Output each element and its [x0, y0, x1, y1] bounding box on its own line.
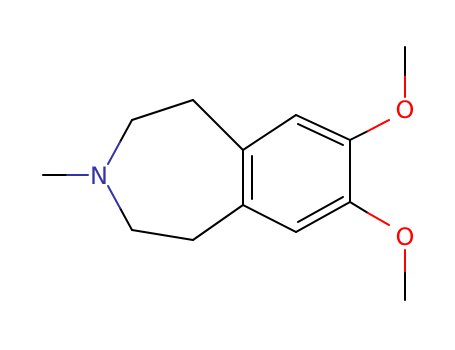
bond-c9-c8: [295, 114, 351, 141]
bond-c2-n3-carbon-half: [119, 119, 133, 143]
bond-c9a-c9: [242, 114, 297, 151]
bond-c2-n3-nitrogen-half: [107, 141, 121, 165]
bond-c4-n3-carbon-half: [119, 207, 133, 231]
bond-c5-c4: [131, 229, 194, 241]
bond-c6-c5a: [242, 204, 297, 233]
bond-c5-c5a: [192, 204, 244, 241]
bond-c9-c8-inner: [297, 123, 344, 146]
bond-c1-c2: [131, 99, 194, 121]
bond-c8-o-carbon-half: [349, 130, 369, 141]
oxygen-atom-label-upper: O: [396, 96, 415, 124]
bond-c7-c6-inner: [297, 196, 344, 223]
nitrogen-atom-label: N: [90, 162, 108, 190]
bond-c1-c9a: [192, 99, 244, 151]
bond-c4-n3-nitrogen-half: [107, 185, 121, 209]
bond-c7-c6: [295, 201, 351, 233]
bond-c8-o-oxygen-half: [367, 119, 390, 132]
oxygen-atom-label-lower: O: [396, 223, 415, 251]
bond-c7-o-oxygen-half: [367, 212, 390, 226]
bond-c7-o-carbon-half: [349, 201, 369, 214]
